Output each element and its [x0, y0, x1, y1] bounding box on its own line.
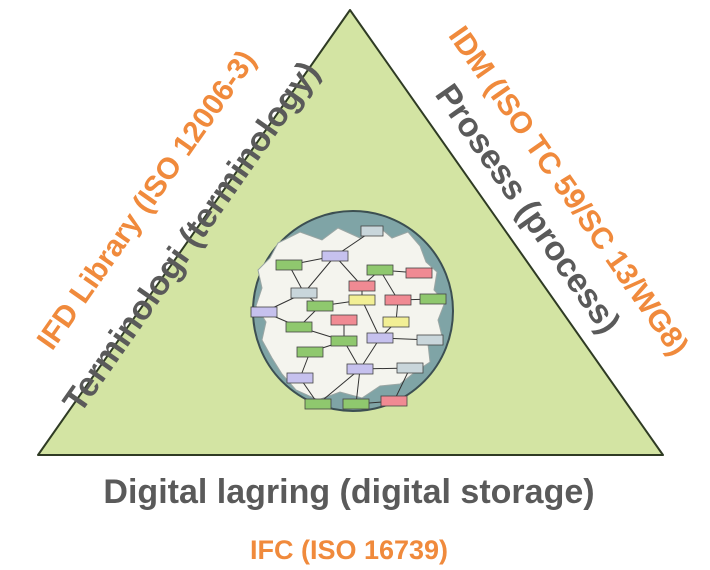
network-node: [304, 398, 332, 410]
network-node: [348, 294, 376, 306]
network-node: [250, 306, 278, 318]
network-node: [296, 346, 324, 358]
network-node: [285, 321, 313, 333]
network-node: [290, 287, 318, 299]
network-node: [366, 332, 394, 344]
network-node: [382, 316, 410, 328]
network-node: [330, 335, 358, 347]
network-node: [306, 300, 334, 312]
network-node: [405, 267, 433, 279]
network-node: [419, 293, 447, 305]
network-node: [396, 362, 424, 374]
network-node: [346, 363, 374, 375]
label-digital-storage: Digital lagring (digital storage): [103, 473, 594, 511]
label-ifc: IFC (ISO 16739): [250, 535, 448, 565]
network-node: [416, 334, 444, 346]
network-node: [380, 395, 408, 407]
network-node: [286, 372, 314, 384]
network-node: [360, 225, 384, 237]
network-node: [342, 398, 370, 410]
network-node: [366, 264, 394, 276]
network-node: [348, 280, 376, 292]
network-nodes: [250, 225, 447, 410]
network-node: [321, 250, 349, 262]
network-node: [275, 259, 303, 271]
network-node: [330, 314, 358, 326]
network-node: [384, 294, 412, 306]
